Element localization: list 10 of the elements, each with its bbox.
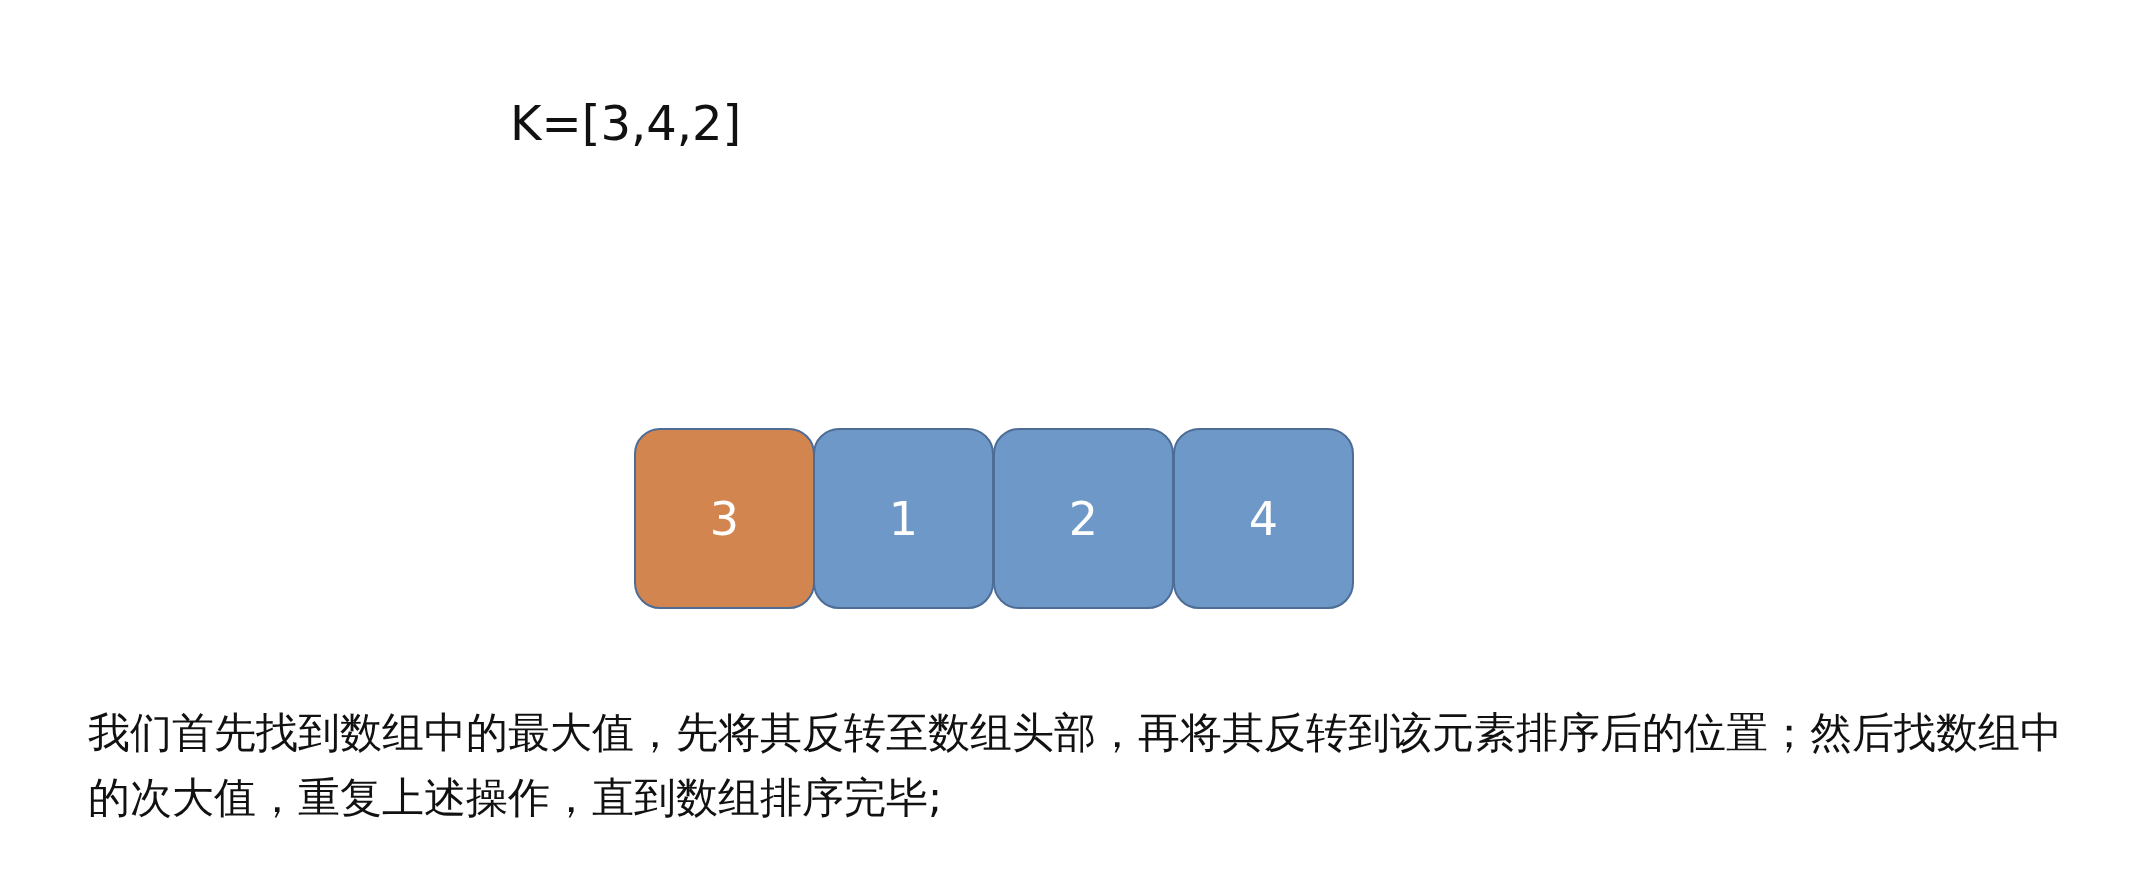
array-cell-box xyxy=(1173,428,1354,609)
description-text: 我们首先找到数组中的最大值，先将其反转至数组头部，再将其反转到该元素排序后的位置；然后找数组中的次大值，重复上述操作，直到数组排序完毕; xyxy=(88,707,2063,825)
array-cell-box xyxy=(993,428,1174,609)
array-cell-box xyxy=(634,428,815,609)
array-definition: K=[3,4,2] xyxy=(510,95,742,153)
array-cell-box xyxy=(813,428,994,609)
cell-value: 2 xyxy=(1068,491,1099,546)
cell-value: 3 xyxy=(709,491,740,546)
cell-value: 4 xyxy=(1248,491,1279,546)
cell-value: 1 xyxy=(888,491,919,546)
